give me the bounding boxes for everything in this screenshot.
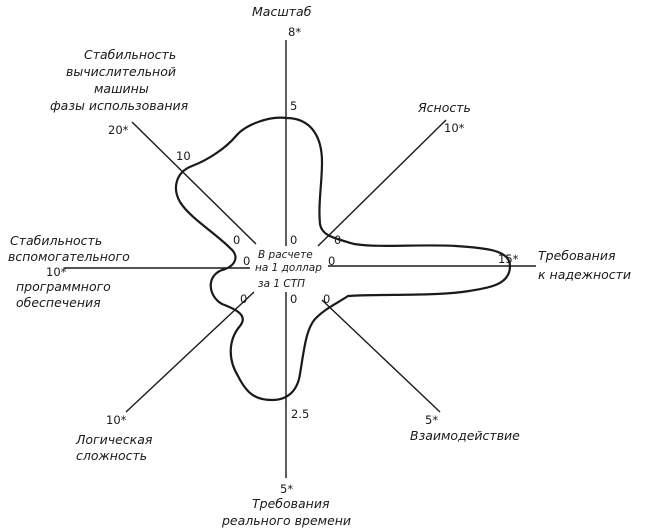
left-max-value: 10*	[46, 265, 67, 279]
top-max-value: 8*	[288, 25, 301, 39]
bottom-left-max-value: 10*	[106, 413, 127, 427]
center-text-line2: на 1 доллар	[255, 262, 322, 274]
bottom-max-value: 5*	[280, 482, 293, 496]
label-support-sw-line3: программного	[16, 279, 111, 294]
axis-bottom-left	[125, 291, 255, 413]
top-right-max-value: 10*	[444, 121, 465, 135]
label-realtime-line1: Требования	[252, 496, 330, 511]
left-zero-value: 0	[243, 254, 250, 268]
axis-top-left	[131, 121, 257, 245]
bottom-zero-value: 0	[290, 292, 297, 306]
scale-values: 8* 5 0 10* 0 15* 0 5* 0 5* 2.5 0 10* 0 1…	[46, 25, 519, 496]
center-text-line3: за 1 СТП	[258, 278, 305, 290]
top-zero-value: 0	[290, 233, 297, 247]
bottom-right-zero-value: 0	[323, 292, 330, 306]
label-reliability-line2: к надежности	[538, 267, 631, 282]
right-zero-value: 0	[328, 254, 335, 268]
axis-top-right	[317, 119, 447, 247]
top-left-max-value: 20*	[108, 123, 129, 137]
center-text-line1: В расчете	[258, 249, 313, 261]
label-interaction: Взаимодействие	[410, 428, 520, 443]
label-clarity: Ясность	[417, 100, 471, 115]
top-right-zero-value: 0	[334, 233, 341, 247]
right-max-value: 15*	[498, 252, 519, 266]
bottom-mid-value: 2.5	[291, 407, 309, 421]
label-logic-line1: Логическая	[75, 432, 153, 447]
label-scale: Масштаб	[252, 4, 312, 19]
top-left-mid-value: 10	[176, 149, 191, 163]
label-reliability-line1: Требования	[538, 248, 616, 263]
label-machine-line3: машины	[94, 81, 149, 96]
label-support-sw-line4: обеспечения	[16, 295, 101, 310]
bottom-left-zero-value: 0	[240, 292, 247, 306]
label-machine-line2: вычислительной	[66, 64, 176, 79]
top-mid-value: 5	[290, 99, 297, 113]
center-caption: В расчете на 1 доллар за 1 СТП	[255, 249, 322, 290]
axes	[64, 40, 536, 478]
profile-curve	[174, 116, 512, 402]
label-realtime-line2: реального времени	[221, 513, 351, 528]
label-machine-line1: Стабильность	[84, 47, 176, 62]
label-support-sw-line2: вспомогательного	[8, 249, 130, 264]
bottom-right-max-value: 5*	[425, 413, 438, 427]
axis-bottom-right	[321, 299, 441, 413]
label-logic-line2: сложность	[76, 448, 147, 463]
label-support-sw-line1: Стабильность	[10, 233, 102, 248]
label-machine-line4: фазы использования	[50, 98, 189, 113]
top-left-zero-value: 0	[233, 233, 240, 247]
axis-labels: Масштаб Ясность Требования к надежности …	[8, 4, 631, 528]
